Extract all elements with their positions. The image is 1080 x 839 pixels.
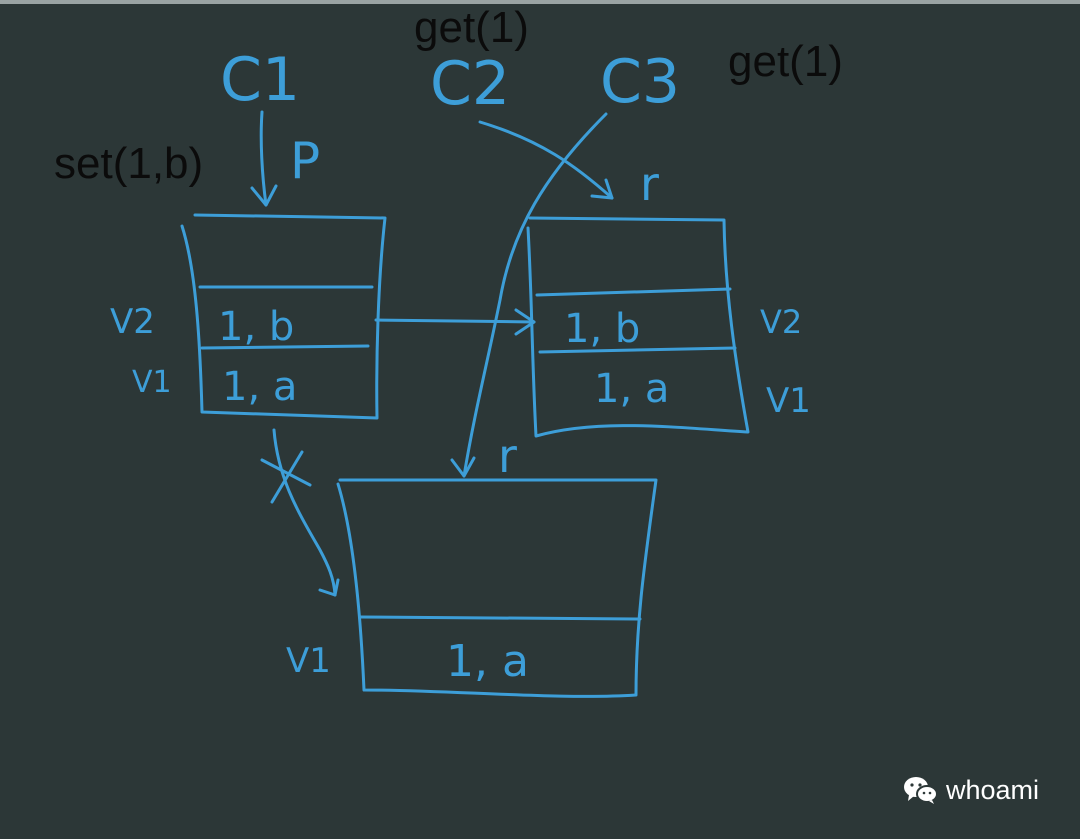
role-replica-bottom-label: r bbox=[498, 429, 517, 483]
wechat-icon bbox=[904, 777, 938, 804]
node-replica-right-row-2-entry: 1, a bbox=[594, 366, 669, 412]
c2-operation-label: get(1) bbox=[414, 3, 529, 52]
arrow-primary-to-replica-right-head bbox=[514, 308, 536, 336]
c3-operation-label: get(1) bbox=[728, 37, 843, 86]
arrow-primary-to-replica-bottom-head bbox=[318, 578, 340, 597]
arrow-primary-to-replica-bottom-failed bbox=[272, 428, 337, 597]
arrow-c3-to-replica-bottom-head bbox=[450, 456, 476, 478]
node-replica-right-divider-1 bbox=[535, 287, 732, 297]
node-primary-divider-2 bbox=[200, 344, 370, 350]
arrow-c3-to-replica-bottom bbox=[462, 112, 608, 478]
node-replica-right-row-1-entry: 1, b bbox=[564, 306, 640, 352]
node-primary-row-2-version: V1 bbox=[132, 365, 172, 400]
node-replica-bottom: 1, a V1 bbox=[286, 478, 658, 698]
node-primary-outline bbox=[180, 213, 387, 420]
node-replica-right: 1, b 1, a V2 V1 bbox=[526, 216, 811, 438]
arrow-c2-to-replica-right-head bbox=[590, 178, 614, 200]
node-replica-right-divider-2 bbox=[538, 346, 737, 354]
arrow-primary-to-replica-right bbox=[374, 318, 536, 324]
node-primary-row-1-version: V2 bbox=[110, 302, 155, 342]
node-replica-right-outline bbox=[526, 216, 750, 438]
node-replica-bottom-divider-1 bbox=[358, 615, 642, 621]
arrow-c1-to-primary-head bbox=[250, 184, 278, 207]
cross-mark-stroke-1 bbox=[260, 458, 312, 487]
watermark-text: whoami bbox=[946, 774, 1040, 805]
node-replica-right-row-2-version: V1 bbox=[766, 381, 811, 421]
client-c1-label: C1 bbox=[220, 45, 300, 115]
node-replica-right-row-1-version: V2 bbox=[760, 303, 802, 341]
arrow-c1-to-primary bbox=[259, 110, 268, 207]
watermark: whoami bbox=[902, 774, 1039, 806]
c1-operation-label: set(1,b) bbox=[54, 139, 204, 188]
node-primary-row-2-entry: 1, a bbox=[222, 364, 297, 410]
cross-mark-stroke-2 bbox=[270, 450, 304, 504]
client-c3-label: C3 bbox=[600, 47, 680, 117]
node-replica-bottom-row-1-entry: 1, a bbox=[446, 636, 529, 687]
client-c2-label: C2 bbox=[430, 49, 510, 119]
node-primary: 1, b 1, a V2 V1 bbox=[110, 213, 387, 420]
role-primary-label: P bbox=[290, 132, 320, 190]
role-replica-right-label: r bbox=[640, 157, 659, 211]
node-replica-bottom-outline bbox=[336, 478, 658, 698]
node-primary-row-1-entry: 1, b bbox=[218, 304, 294, 350]
node-replica-bottom-row-1-version: V1 bbox=[286, 641, 331, 681]
arrow-c2-to-replica-right bbox=[478, 120, 614, 200]
